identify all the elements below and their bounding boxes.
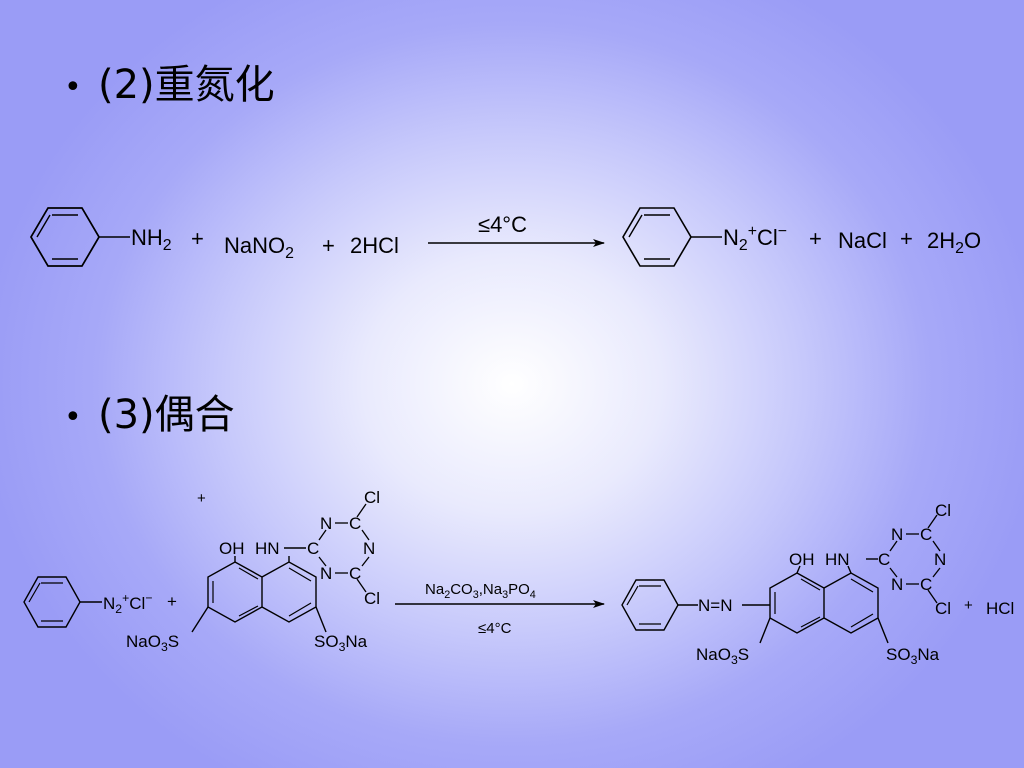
plus-sign: + — [322, 233, 335, 258]
sulfonate-left: NaO3S — [696, 645, 749, 667]
carbon-atom: C — [920, 575, 932, 594]
diazonium-group: N2+Cl− — [723, 223, 787, 254]
reaction-2: N2+Cl− + + OH HN NaO3S SO3Na — [23, 488, 1014, 667]
heading-text: (2)重氮化 — [98, 62, 275, 108]
chlorine-atom: Cl — [935, 599, 951, 618]
coupler-naphthalene — [191, 547, 327, 633]
sulfonate-right: SO3Na — [314, 632, 368, 654]
sodium-chloride: NaCl — [838, 228, 887, 253]
coupler-triazine-bonds — [318, 503, 370, 593]
nitrogen-atom: N — [891, 575, 903, 594]
temperature-condition: ≤4°C — [478, 620, 512, 637]
amino-group: HN — [825, 550, 850, 569]
aniline-ring — [30, 207, 130, 267]
carbon-atom: C — [878, 550, 890, 569]
hydroxyl-group: OH — [789, 550, 815, 569]
plus-sign: + — [809, 226, 822, 251]
bullet-marker: • — [64, 399, 82, 435]
bullet-marker: • — [64, 69, 82, 105]
carbon-atom: C — [307, 539, 319, 558]
product-naphthalene — [759, 558, 889, 644]
reaction-1: NH2 + NaNO2 + 2HCl ≤4°C N2+Cl− + NaCl + … — [30, 207, 981, 267]
nitrogen-atom: N — [934, 550, 946, 569]
plus-sign: + — [191, 226, 204, 251]
hydrochloric-acid: 2HCl — [350, 233, 399, 258]
amine-group: NH2 — [131, 225, 172, 254]
nitrogen-atom: N — [363, 539, 375, 558]
base-condition: Na2CO3,Na3PO4 — [425, 581, 536, 601]
plus-sign: + — [964, 597, 973, 614]
product-phenyl-ring — [621, 579, 770, 631]
heading-text: (3)偶合 — [98, 392, 235, 438]
plus-sign: + — [167, 592, 177, 611]
sulfonate-right: SO3Na — [886, 645, 940, 667]
nitrogen-atom: N — [320, 514, 332, 533]
sodium-nitrite: NaNO2 — [224, 233, 294, 262]
chlorine-atom: Cl — [935, 501, 951, 520]
carbon-atom: C — [349, 564, 361, 583]
hydrogen-chloride: HCl — [986, 599, 1014, 618]
sulfonate-left: NaO3S — [126, 632, 179, 654]
chlorine-atom: Cl — [364, 589, 380, 608]
carbon-atom: C — [349, 514, 361, 533]
heading-coupling: • (3)偶合 — [64, 382, 235, 440]
hydroxyl-group: OH — [219, 539, 245, 558]
heading-diazotization: • (2)重氮化 — [64, 52, 275, 110]
temperature-condition: ≤4°C — [478, 212, 527, 237]
benzene-ring-aniline — [30, 207, 100, 267]
plus-sign-top: + — [197, 490, 206, 507]
diazonium-group: N2+Cl− — [103, 591, 152, 616]
amino-group: HN — [255, 539, 280, 558]
plus-sign: + — [900, 226, 913, 251]
diazonium-ring — [622, 207, 722, 267]
diazonium-reactant-ring — [23, 576, 102, 628]
carbon-atom: C — [920, 525, 932, 544]
nitrogen-atom: N — [320, 564, 332, 583]
water: 2H2O — [927, 228, 981, 257]
azo-linkage: N=N — [698, 596, 732, 615]
chlorine-atom: Cl — [364, 488, 380, 507]
product-triazine-bonds — [889, 514, 941, 604]
nitrogen-atom: N — [891, 525, 903, 544]
